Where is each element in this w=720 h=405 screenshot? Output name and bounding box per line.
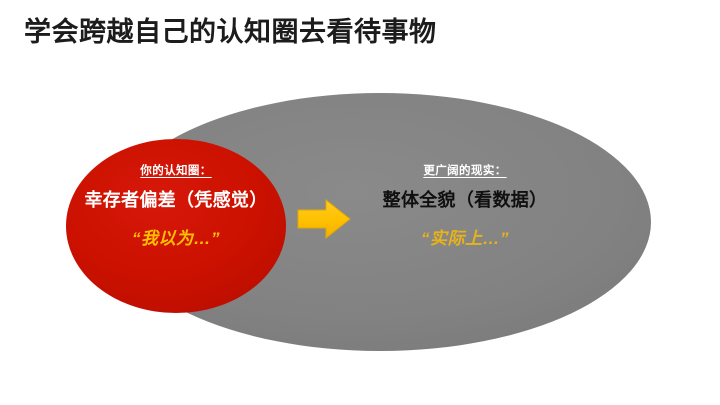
outer-caption: 更广阔的现实： bbox=[423, 165, 507, 177]
outer-headline: 整体全貌（看数据） bbox=[382, 189, 548, 210]
transition-arrow-icon bbox=[297, 199, 351, 239]
inner-ellipse-cognitive-circle bbox=[66, 139, 286, 313]
outer-quote: “实际上…” bbox=[421, 229, 509, 249]
outer-label-group: 更广阔的现实： 整体全貌（看数据） “实际上…” bbox=[330, 165, 600, 249]
inner-headline: 幸存者偏差（凭感觉） bbox=[84, 189, 268, 210]
inner-caption: 你的认知圈： bbox=[140, 165, 212, 177]
inner-label-group: 你的认知圈： 幸存者偏差（凭感觉） “我以为…” bbox=[67, 165, 285, 249]
inner-quote: “我以为…” bbox=[132, 229, 220, 249]
page-title: 学会跨越自己的认知圈去看待事物 bbox=[24, 17, 437, 47]
